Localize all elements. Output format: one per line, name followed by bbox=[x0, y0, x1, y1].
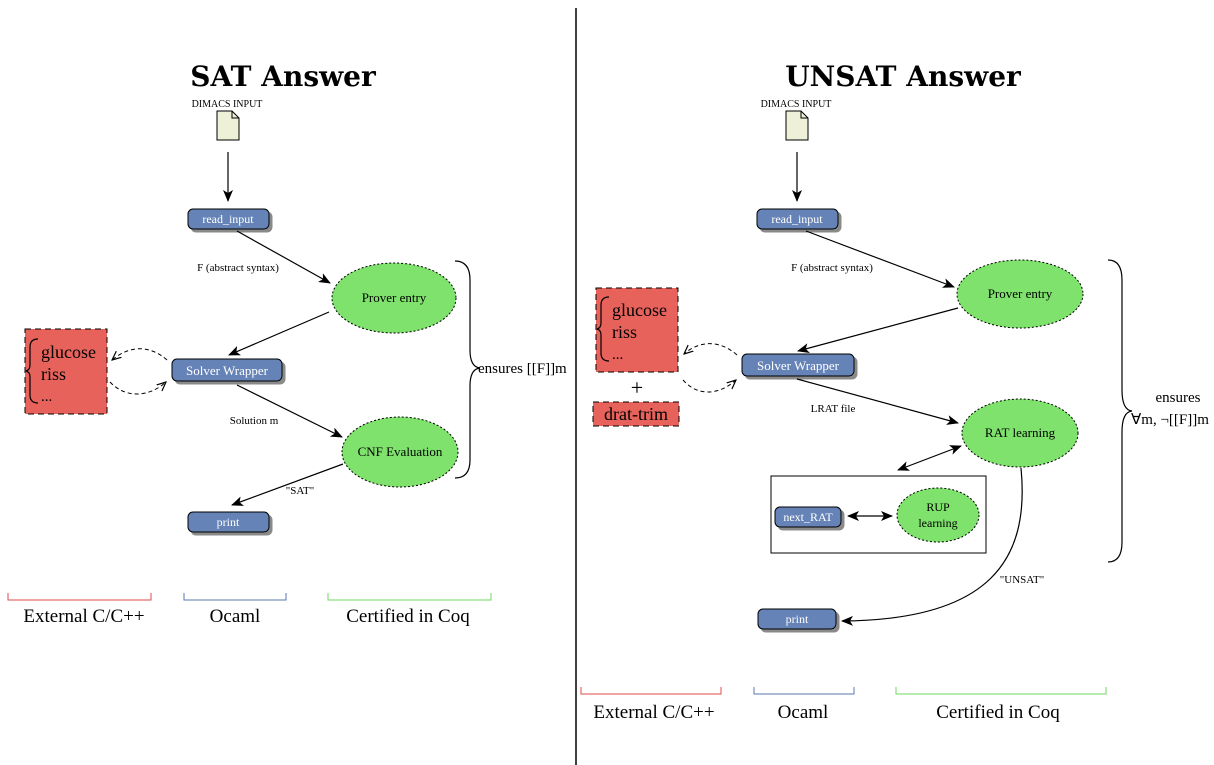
unsat-next-rat-node: next_RAT bbox=[774, 506, 842, 528]
unsat-inner-box bbox=[770, 475, 987, 554]
unsat-rup-learning-label: learning bbox=[918, 516, 957, 530]
unsat-print-node: print bbox=[757, 608, 837, 630]
sat-external-solvers-box: glucose riss ... bbox=[24, 328, 108, 415]
unsat-brace bbox=[1107, 259, 1133, 563]
unsat-rup-label: RUP bbox=[926, 500, 950, 514]
sat-panel: SAT Answer DIMACS INPUT read_input F (ab… bbox=[24, 60, 567, 533]
unsat-ensures-formula: ∀m, ¬[[F]]m bbox=[1131, 412, 1209, 428]
unsat-next-rat-label: next_RAT bbox=[783, 510, 833, 524]
unsat-panel: UNSAT Answer DIMACS INPUT read_input F (… bbox=[592, 60, 1209, 630]
unsat-solver-wrapper-label: Solver Wrapper bbox=[757, 358, 840, 373]
unsat-rat-learning-node: RAT learning bbox=[961, 398, 1079, 468]
unsat-prover-entry-node: Prover entry bbox=[956, 259, 1084, 329]
unsat-legend: External C/C++ Ocaml Certified in Coq bbox=[580, 687, 1107, 723]
sat-document-icon bbox=[216, 110, 240, 141]
sat-edge-sat-label: "SAT" bbox=[286, 485, 315, 497]
unsat-rat-learning-label: RAT learning bbox=[985, 425, 1056, 440]
sat-prover-entry-label: Prover entry bbox=[362, 290, 427, 305]
sat-ensures-label: ensures [[F]]m bbox=[478, 361, 567, 377]
unsat-legend-external: External C/C++ bbox=[593, 702, 714, 723]
unsat-legend-certified: Certified in Coq bbox=[936, 702, 1060, 723]
sat-cnf-evaluation-label: CNF Evaluation bbox=[358, 444, 443, 459]
unsat-ensures-label: ensures bbox=[1156, 390, 1201, 406]
sat-edge-solution-label: Solution m bbox=[230, 415, 279, 427]
sat-title: SAT Answer bbox=[190, 60, 377, 93]
unsat-edge-lrat-label: LRAT file bbox=[811, 403, 856, 415]
unsat-edge-unsat-label: "UNSAT" bbox=[1000, 574, 1044, 586]
sat-cnf-evaluation-node: CNF Evaluation bbox=[341, 416, 459, 488]
sat-prover-entry-node: Prover entry bbox=[331, 262, 457, 334]
sat-legend-ocaml: Ocaml bbox=[210, 606, 261, 627]
unsat-read-input-label: read_input bbox=[771, 212, 823, 226]
unsat-input-label: DIMACS INPUT bbox=[761, 99, 832, 110]
sat-solver-riss: riss bbox=[41, 364, 66, 384]
unsat-rup-learning-node: RUP learning bbox=[896, 487, 980, 543]
unsat-external-solvers-box: glucose riss ... bbox=[595, 287, 679, 373]
sat-solver-glucose: glucose bbox=[41, 342, 96, 362]
sat-print-label: print bbox=[217, 515, 240, 529]
sat-legend-external: External C/C++ bbox=[23, 606, 144, 627]
sat-edge-f-label: F (abstract syntax) bbox=[197, 262, 279, 274]
unsat-edge-f-label: F (abstract syntax) bbox=[791, 262, 873, 274]
sat-legend: External C/C++ Ocaml Certified in Coq bbox=[7, 593, 492, 627]
sat-solver-wrapper-label: Solver Wrapper bbox=[186, 363, 269, 378]
sat-read-input-node: read_input bbox=[187, 208, 270, 230]
unsat-drat-trim-label: drat-trim bbox=[604, 404, 668, 424]
unsat-print-label: print bbox=[786, 612, 809, 626]
unsat-solver-more: ... bbox=[612, 347, 623, 363]
unsat-solver-riss: riss bbox=[612, 322, 637, 342]
sat-brace bbox=[454, 260, 481, 479]
sat-input-label: DIMACS INPUT bbox=[192, 99, 263, 110]
unsat-document-icon bbox=[785, 110, 809, 141]
unsat-solver-glucose: glucose bbox=[612, 300, 667, 320]
sat-solver-more: ... bbox=[41, 389, 52, 405]
unsat-title: UNSAT Answer bbox=[785, 60, 1022, 93]
unsat-prover-entry-label: Prover entry bbox=[988, 286, 1053, 301]
unsat-legend-ocaml: Ocaml bbox=[778, 702, 829, 723]
unsat-read-input-node: read_input bbox=[756, 208, 839, 230]
sat-print-node: print bbox=[187, 511, 270, 533]
unsat-solver-wrapper-node: Solver Wrapper bbox=[741, 353, 855, 377]
sat-read-input-label: read_input bbox=[202, 212, 254, 226]
sat-legend-certified: Certified in Coq bbox=[346, 606, 470, 627]
unsat-plus-sign: + bbox=[631, 375, 643, 400]
unsat-drat-trim-box: drat-trim bbox=[592, 401, 680, 427]
sat-solver-wrapper-node: Solver Wrapper bbox=[171, 358, 283, 382]
